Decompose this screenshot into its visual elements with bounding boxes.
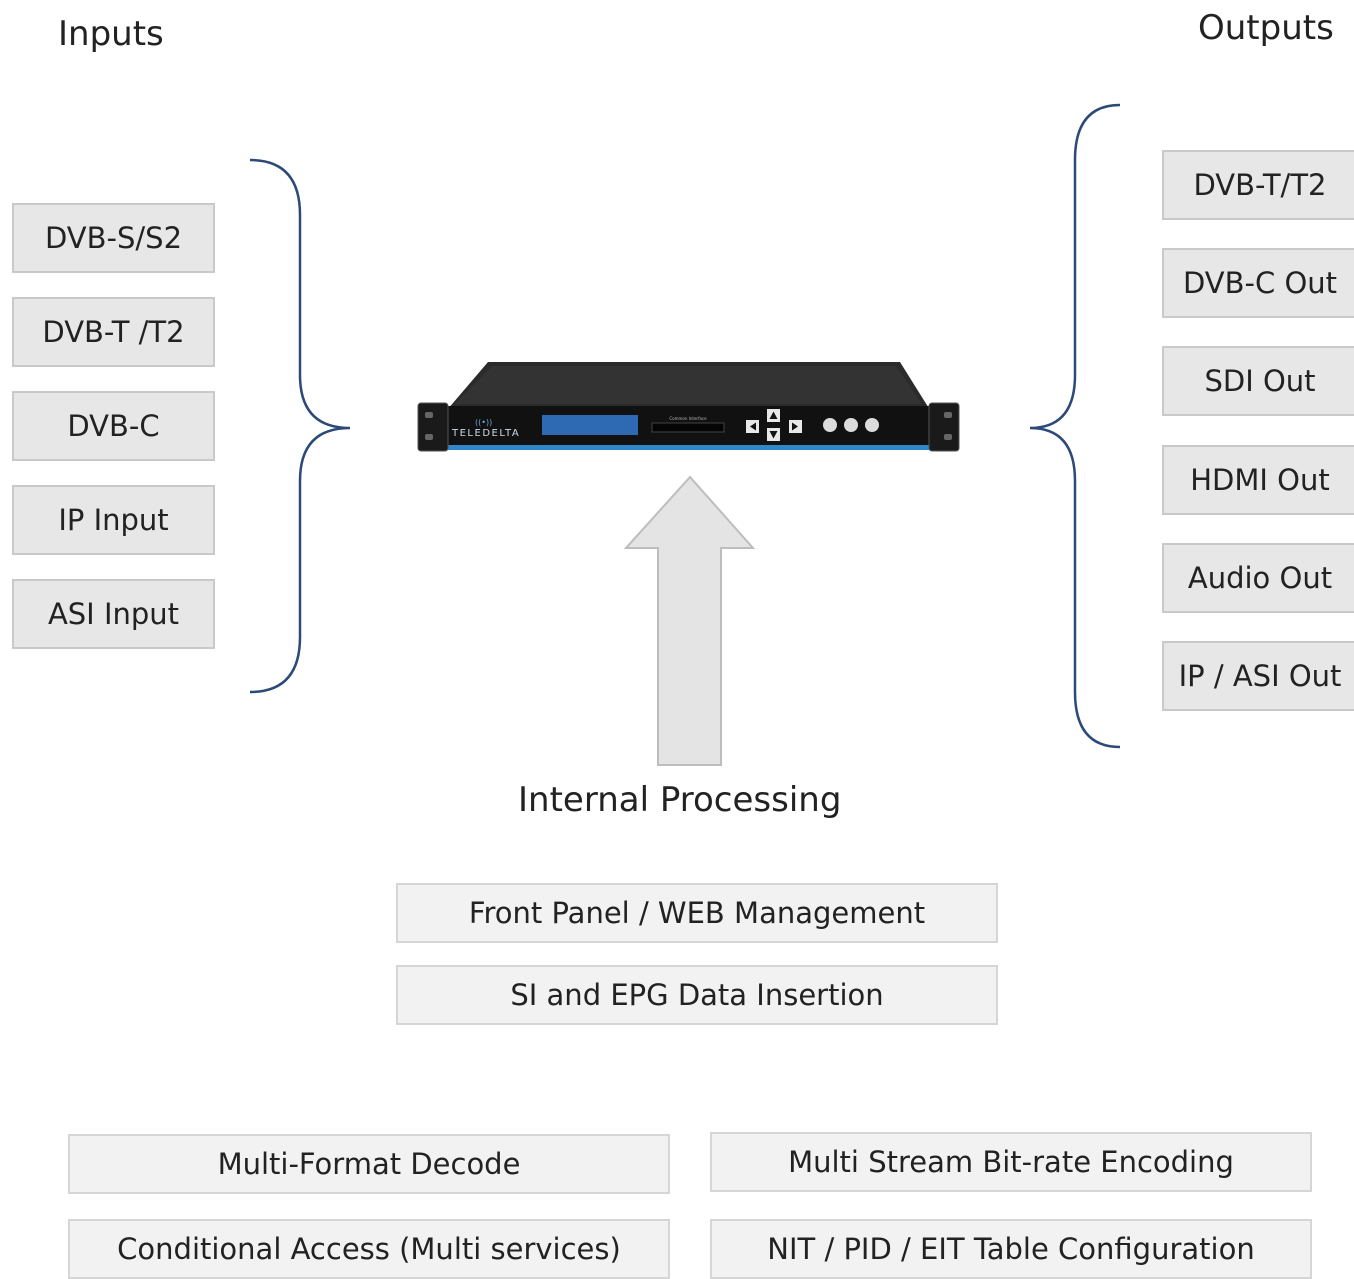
input-box-dvb-t: DVB-T /T2 — [12, 297, 215, 367]
management-box-front-panel: Front Panel / WEB Management — [396, 883, 998, 943]
left-rack-ear — [417, 402, 449, 452]
feature-box-conditional-access: Conditional Access (Multi services) — [68, 1219, 670, 1279]
output-box-dvb-t: DVB-T/T2 — [1162, 150, 1354, 220]
output-box-dvb-c: DVB-C Out — [1162, 248, 1354, 318]
device-slot-label: Common Interface — [669, 416, 707, 421]
input-box-dvb-c: DVB-C — [12, 391, 215, 461]
device-card-slot — [651, 422, 725, 433]
feature-box-encoding: Multi Stream Bit-rate Encoding — [710, 1132, 1312, 1192]
feature-box-table-config: NIT / PID / EIT Table Configuration — [710, 1219, 1312, 1279]
input-box-dvb-s: DVB-S/S2 — [12, 203, 215, 273]
outputs-heading: Outputs — [1198, 8, 1334, 48]
device-lcd-display — [542, 415, 638, 435]
device-round-button-3 — [865, 418, 879, 432]
right-rack-ear — [928, 402, 960, 452]
outputs-bracket — [1029, 103, 1121, 749]
inputs-heading: Inputs — [58, 14, 164, 54]
device-accent-stripe — [447, 445, 930, 450]
input-box-ip: IP Input — [12, 485, 215, 555]
output-box-sdi: SDI Out — [1162, 346, 1354, 416]
processing-arrow — [623, 475, 756, 766]
output-box-audio: Audio Out — [1162, 543, 1354, 613]
device-logo-mark: ((•)) — [475, 418, 492, 427]
device-brand-logo: TELEDELTA — [451, 428, 520, 439]
device-round-button-2 — [844, 418, 858, 432]
output-box-ip-asi: IP / ASI Out — [1162, 641, 1354, 711]
output-box-hdmi: HDMI Out — [1162, 445, 1354, 515]
processing-caption: Internal Processing — [518, 780, 842, 820]
rack-device: TELEDELTA ((•)) Common Interface — [417, 362, 960, 452]
management-box-si-epg: SI and EPG Data Insertion — [396, 965, 998, 1025]
feature-box-decode: Multi-Format Decode — [68, 1134, 670, 1194]
input-box-asi: ASI Input — [12, 579, 215, 649]
device-round-button-1 — [823, 418, 837, 432]
inputs-bracket — [249, 158, 351, 694]
